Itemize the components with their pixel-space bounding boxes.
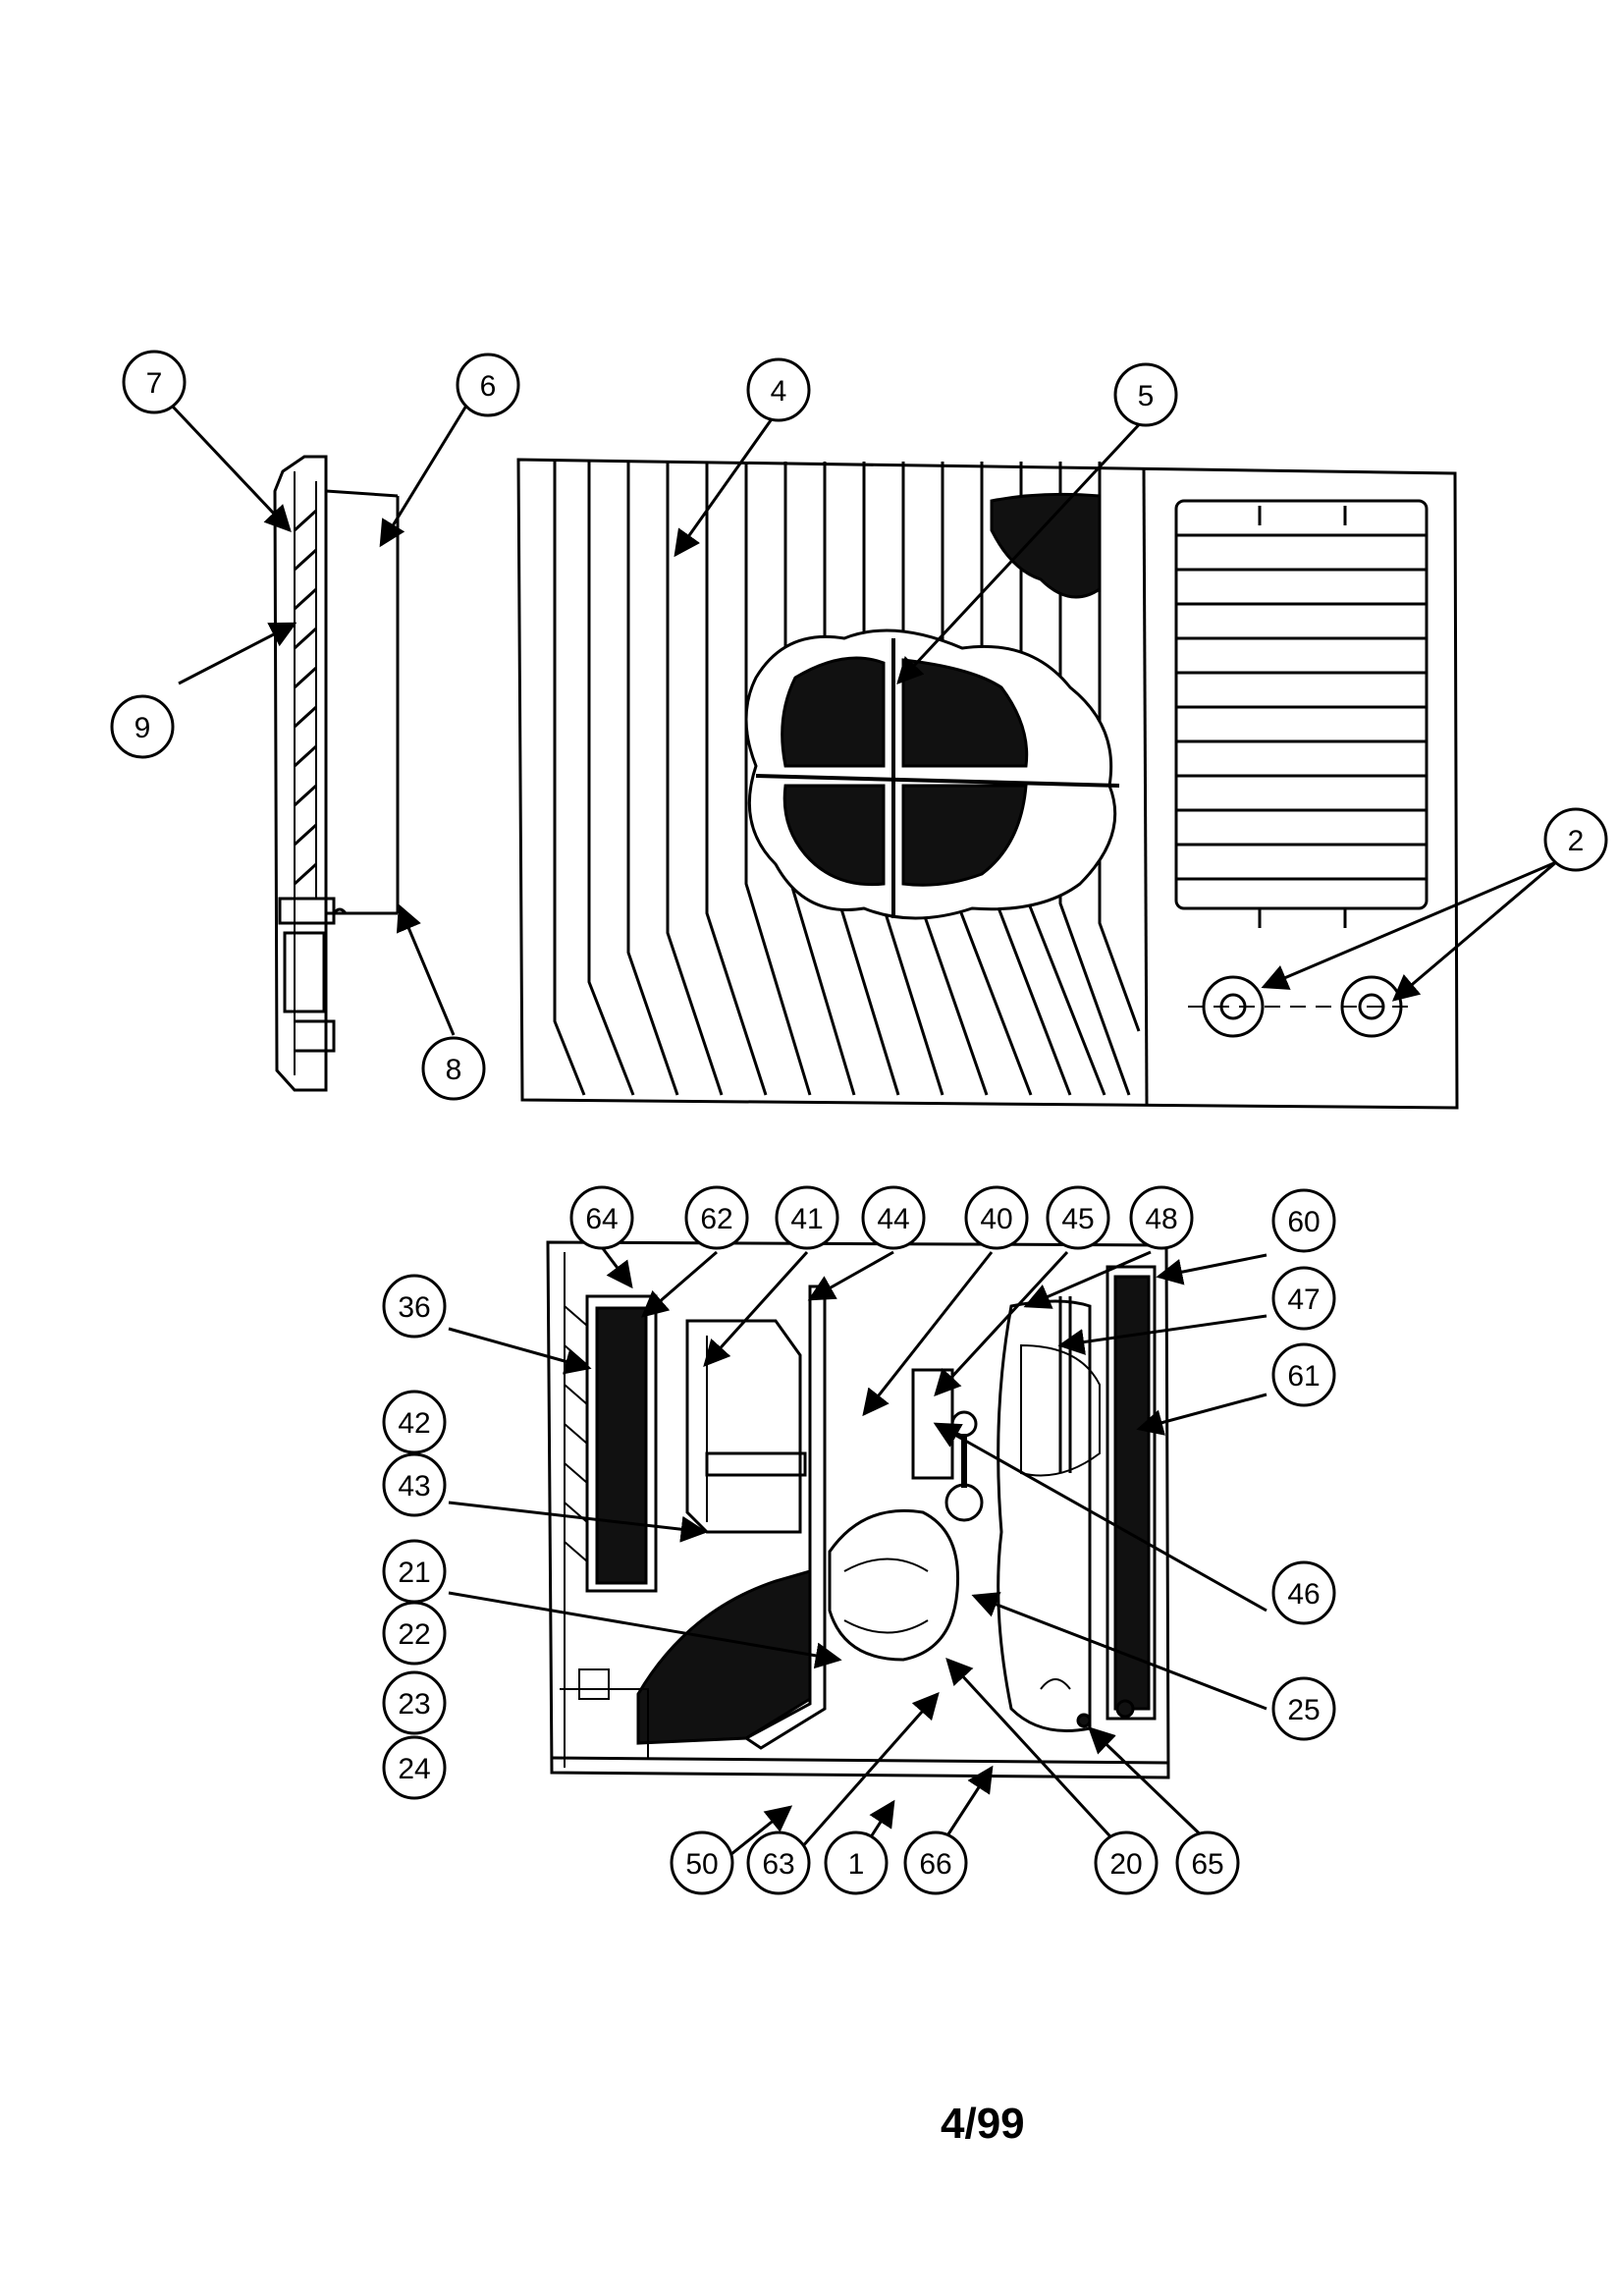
callout-65: 65	[1175, 1831, 1240, 1895]
callout-20: 20	[1094, 1831, 1159, 1895]
callout-45: 45	[1046, 1185, 1110, 1250]
page-code: 4/99	[941, 2100, 1025, 2148]
svg-text:48: 48	[1145, 1203, 1177, 1235]
callout-64: 64	[569, 1185, 634, 1250]
callout-66: 66	[903, 1831, 968, 1895]
callout-25: 25	[1271, 1676, 1336, 1741]
svg-text:40: 40	[980, 1203, 1012, 1235]
svg-text:50: 50	[685, 1848, 718, 1881]
leader-arrows	[171, 405, 1557, 1868]
callout-41: 41	[775, 1185, 839, 1250]
svg-text:20: 20	[1109, 1848, 1142, 1881]
callout-46: 46	[1271, 1560, 1336, 1625]
svg-text:44: 44	[877, 1203, 909, 1235]
svg-text:46: 46	[1287, 1578, 1320, 1611]
svg-text:45: 45	[1061, 1203, 1094, 1235]
callout-43: 43	[382, 1452, 447, 1517]
svg-text:6: 6	[480, 370, 497, 403]
svg-text:8: 8	[446, 1054, 462, 1086]
svg-text:5: 5	[1138, 380, 1155, 412]
svg-text:42: 42	[398, 1407, 430, 1440]
callout-40: 40	[964, 1185, 1029, 1250]
svg-text:66: 66	[919, 1848, 951, 1881]
svg-text:60: 60	[1287, 1206, 1320, 1238]
svg-text:7: 7	[146, 367, 163, 400]
svg-text:63: 63	[762, 1848, 794, 1881]
callout-47: 47	[1271, 1266, 1336, 1331]
callout-62: 62	[684, 1185, 749, 1250]
front-grille-panel	[516, 458, 1459, 1110]
callout-6: 6	[456, 353, 520, 417]
callout-21: 21	[382, 1539, 447, 1604]
svg-text:36: 36	[398, 1291, 430, 1324]
svg-text:65: 65	[1191, 1848, 1223, 1881]
callout-36: 36	[382, 1274, 447, 1339]
svg-text:47: 47	[1287, 1284, 1320, 1316]
svg-text:9: 9	[135, 712, 151, 744]
callout-2: 2	[1543, 807, 1608, 872]
side-frame-assembly	[273, 455, 400, 1092]
callouts: 7 6 4 5 9 2 8 64 62 41 44 40 45 48 60 36…	[110, 350, 1608, 1895]
svg-text:23: 23	[398, 1688, 430, 1721]
svg-text:64: 64	[585, 1203, 618, 1235]
callout-24: 24	[382, 1735, 447, 1800]
callout-60: 60	[1271, 1188, 1336, 1253]
callout-4: 4	[746, 357, 811, 422]
callout-61: 61	[1271, 1342, 1336, 1407]
svg-text:1: 1	[848, 1848, 865, 1881]
svg-text:22: 22	[398, 1618, 430, 1651]
callout-8: 8	[421, 1036, 486, 1101]
callout-22: 22	[382, 1601, 447, 1666]
svg-text:4: 4	[771, 375, 787, 408]
svg-text:25: 25	[1287, 1694, 1320, 1726]
callout-63: 63	[746, 1831, 811, 1895]
callout-50: 50	[670, 1831, 734, 1895]
callout-9: 9	[110, 694, 175, 759]
callout-44: 44	[861, 1185, 926, 1250]
svg-text:43: 43	[398, 1470, 430, 1503]
svg-text:24: 24	[398, 1753, 430, 1785]
svg-text:62: 62	[700, 1203, 732, 1235]
svg-text:21: 21	[398, 1557, 430, 1589]
chassis-assembly	[546, 1240, 1170, 1779]
callout-48: 48	[1129, 1185, 1194, 1250]
svg-text:61: 61	[1287, 1360, 1320, 1393]
callout-23: 23	[382, 1670, 447, 1735]
svg-text:2: 2	[1568, 825, 1585, 857]
callout-7: 7	[122, 350, 187, 414]
callout-42: 42	[382, 1390, 447, 1454]
svg-text:41: 41	[790, 1203, 823, 1235]
callout-1: 1	[824, 1831, 889, 1895]
callout-5: 5	[1113, 362, 1178, 427]
